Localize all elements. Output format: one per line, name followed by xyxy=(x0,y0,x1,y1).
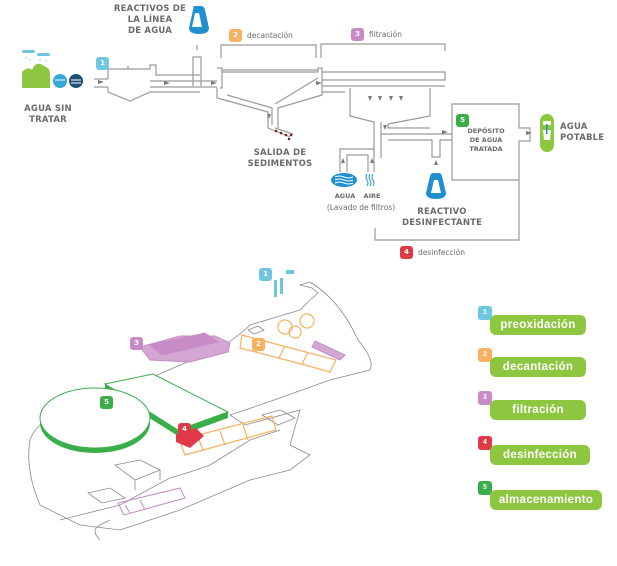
legend-item-almacenamiento[interactable]: 5 almacenamiento xyxy=(478,481,608,511)
bracket-filtration xyxy=(320,43,446,58)
sediments-label: SALIDA DE SEDIMENTOS xyxy=(240,148,320,170)
legend-label: almacenamiento xyxy=(490,490,602,510)
preoxidation-tank xyxy=(107,64,200,102)
flow-arrow xyxy=(267,114,271,119)
building xyxy=(261,409,296,426)
legend-item-desinfeccion[interactable]: 4 desinfección xyxy=(478,436,608,466)
air-icon xyxy=(365,173,375,187)
agua-label: AGUA xyxy=(334,192,356,200)
flow-arrow xyxy=(316,81,322,85)
flow-arrow xyxy=(370,158,374,163)
reactivos-line: LA LÍNEA xyxy=(127,15,173,25)
flow-arrow xyxy=(211,81,217,85)
deposit-label-line: DE AGUA xyxy=(469,136,503,144)
building xyxy=(114,459,161,490)
map-marker-3[interactable]: 3 xyxy=(130,337,143,350)
potable-label-line: POTABLE xyxy=(560,133,605,143)
building xyxy=(87,487,127,504)
legend-badge: 1 xyxy=(478,306,492,320)
filtration-tank xyxy=(349,88,431,158)
bracket-desinfection xyxy=(374,180,520,241)
stage-filtracion: 3 filtración xyxy=(351,28,402,41)
building xyxy=(247,325,265,335)
map-filtration xyxy=(117,332,346,516)
potable-label: AGUA POTABLE xyxy=(560,122,610,144)
deposit-label-line: DEPÓSITO xyxy=(467,127,505,135)
map-marker-5[interactable]: 5 xyxy=(100,396,113,409)
legend-badge: 2 xyxy=(478,348,492,362)
reactivos-label: REACTIVOS DE LA LÍNEA DE AGUA xyxy=(110,4,190,37)
reactive-column xyxy=(192,45,202,86)
map-marker-1[interactable]: 1 xyxy=(259,268,272,281)
potable-water-icon xyxy=(540,114,554,152)
lavado-label: (Lavado de filtros) xyxy=(326,203,396,212)
sediments-label-line: SALIDA DE xyxy=(253,148,307,158)
map-marker-4[interactable]: 4 xyxy=(178,423,191,436)
map-preoxidation xyxy=(274,270,294,297)
flow-arrow xyxy=(383,125,387,130)
legend-label: decantación xyxy=(490,357,586,377)
stage-badge-1: 1 xyxy=(96,57,109,70)
sediments-label-line: SEDIMENTOS xyxy=(247,159,313,169)
stage-badge-4: 4 xyxy=(400,246,413,259)
wash-water-icon xyxy=(331,173,357,187)
stage-label: desinfección xyxy=(418,248,466,257)
pipe-to-decantation xyxy=(150,80,217,88)
flow-arrow xyxy=(526,131,532,135)
decantation-tank xyxy=(216,67,323,128)
flow-arrow xyxy=(98,80,104,84)
disinfectant-bottle-icon xyxy=(426,173,446,199)
aire-label: AIRE xyxy=(363,192,381,200)
flow-arrow xyxy=(164,81,170,85)
stage-desinfeccion: 4 desinfección xyxy=(400,246,465,259)
flow-arrow xyxy=(442,130,448,134)
inlet-pipe xyxy=(94,78,108,88)
disinfectant-label-line: REACTIVO xyxy=(417,207,467,217)
source-label: AGUA SIN TRATAR xyxy=(18,104,78,126)
plant-map xyxy=(28,281,372,541)
legend-badge: 3 xyxy=(478,391,492,405)
flow-arrow xyxy=(399,96,403,101)
flow-arrow xyxy=(389,96,393,101)
backwash-pipes xyxy=(339,148,375,172)
map-marker-2[interactable]: 2 xyxy=(252,338,265,351)
bracket-decantation xyxy=(220,44,317,58)
reactivos-line: REACTIVOS DE xyxy=(113,4,187,14)
source-label-line: TRATAR xyxy=(29,115,67,125)
stage-badge-3: 3 xyxy=(351,28,364,41)
flow-arrow xyxy=(434,160,438,165)
disinfectant-label: REACTIVO DESINFECTANTE xyxy=(402,207,482,229)
flow-arrow xyxy=(378,96,382,101)
pipe-to-deposit xyxy=(381,133,452,158)
deposit-label: DEPÓSITO DE AGUA TRATADA xyxy=(456,127,516,154)
legend-item-decantacion[interactable]: 2 decantación xyxy=(478,348,608,378)
site-outline xyxy=(28,281,372,531)
filtration-pipe xyxy=(322,71,446,93)
flow-arrow xyxy=(368,96,372,101)
legend-label: desinfección xyxy=(490,445,590,465)
legend-item-preoxidacion[interactable]: 1 preoxidación xyxy=(478,306,608,336)
legend-badge: 5 xyxy=(478,481,492,495)
legend-label: preoxidación xyxy=(490,315,586,335)
deposit-label-line: TRATADA xyxy=(469,145,503,153)
stage-label: filtración xyxy=(369,30,402,39)
reactivos-line: DE AGUA xyxy=(128,26,172,36)
map-storage xyxy=(39,373,230,453)
deposit-tank xyxy=(451,103,531,181)
potable-label-line: AGUA xyxy=(560,122,588,132)
legend-badge: 4 xyxy=(478,436,492,450)
legend-label: filtración xyxy=(490,400,586,420)
source-label-line: AGUA SIN xyxy=(24,104,72,114)
disinfectant-label-line: DESINFECTANTE xyxy=(402,218,483,228)
stage-decantacion: 2 decantación xyxy=(229,29,293,42)
stage-label: decantación xyxy=(247,31,293,40)
raw-water-icon xyxy=(22,50,83,88)
legend-item-filtracion[interactable]: 3 filtración xyxy=(478,391,608,421)
flow-arrow xyxy=(341,158,345,163)
stage-badge-2: 2 xyxy=(229,29,242,42)
stage-badge-5: 5 xyxy=(456,114,469,127)
reagent-bottle-icon xyxy=(189,6,209,34)
